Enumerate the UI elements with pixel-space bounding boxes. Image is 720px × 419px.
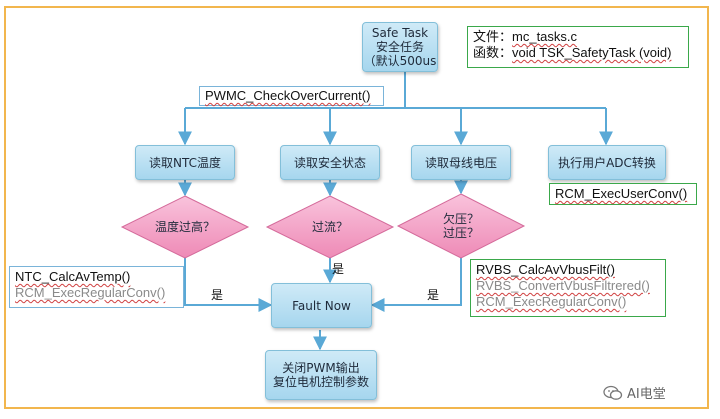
diamond-bus-shape [396,193,526,259]
check-overcurrent-text: PWMC_CheckOverCurrent() [205,88,371,103]
reset-params-label: 复位电机控制参数 [272,375,369,389]
diamond-oc-shape [265,195,395,259]
outer-frame [4,6,709,409]
read-safety-label: 读取安全状态 [293,155,366,170]
watermark-text: AI电堂 [627,387,666,402]
safe-task-title: Safe Task [371,26,429,40]
read-bus-label: 读取母线电压 [424,155,497,170]
decision-undervoltage-label: 欠压？ [442,212,479,226]
yes-label-left: 是 [211,288,224,302]
ntc-regular-text: RCM_ExecRegularConv() [15,285,166,300]
safe-task-box: Safe Task 安全任务 （默认500us [362,22,438,72]
read-bus-box: 读取母线电压 [411,145,511,180]
file-label: 文件： [473,29,513,44]
fault-now-box: Fault Now [271,283,372,328]
diamond-temp-shape [120,195,250,259]
file-name: mc_tasks.c [512,29,578,44]
user-conv-code: RCM_ExecUserConv() [549,183,697,205]
vbus-regular-text: RCM_ExecRegularConv() [476,294,627,309]
safe-task-period: （默认500us [363,54,437,68]
decision-overcurrent-label: 过流？ [311,220,348,234]
user-conv-text: RCM_ExecUserConv() [555,186,688,201]
user-adc-box: 执行用户ADC转换 [548,145,666,180]
user-adc-label: 执行用户ADC转换 [558,155,656,170]
check-overcurrent-code: PWMC_CheckOverCurrent() [199,86,384,106]
func-signature: void TSK_SafetyTask (void) [512,45,672,60]
ntc-calc-text: NTC_CalcAvTemp() [15,269,131,284]
vbus-code-box: RVBS_CalcAvVbusFilt() RVBS_ConvertVbusFi… [470,259,666,317]
safe-task-subtitle: 安全任务 [375,40,424,54]
read-ntc-label: 读取NTC温度 [149,155,221,170]
func-label: 函数： [473,45,513,60]
wechat-icon [603,385,623,400]
decision-bus-fault: 欠压？ 过压？ [406,210,516,242]
read-safety-box: 读取安全状态 [280,145,380,180]
wire-bus-yes [370,258,462,312]
vbus-filt-text: RVBS_CalcAvVbusFilt() [476,262,615,277]
decision-overvoltage-label: 过压？ [442,226,479,240]
yes-label-right: 是 [427,288,440,302]
yes-label-middle: 是 [332,262,345,276]
ntc-code-box: NTC_CalcAvTemp() RCM_ExecRegularConv() [9,266,184,308]
file-info-box: 文件：mc_tasks.c 函数：void TSK_SafetyTask (vo… [467,26,689,68]
decision-temp-high: 温度过高？ [130,217,240,237]
watermark: AI电堂 [603,383,666,402]
vbus-convert-text: RVBS_ConvertVbusFiltrered() [476,278,650,293]
decision-overcurrent: 过流？ [275,217,385,237]
wire-temp-yes [184,258,273,312]
decision-temp-label: 温度过高？ [154,220,215,234]
read-ntc-box: 读取NTC温度 [135,145,235,180]
fault-now-label: Fault Now [292,298,351,313]
shutdown-box: 关闭PWM输出 复位电机控制参数 [265,350,377,400]
shutdown-pwm-label: 关闭PWM输出 [282,361,360,375]
